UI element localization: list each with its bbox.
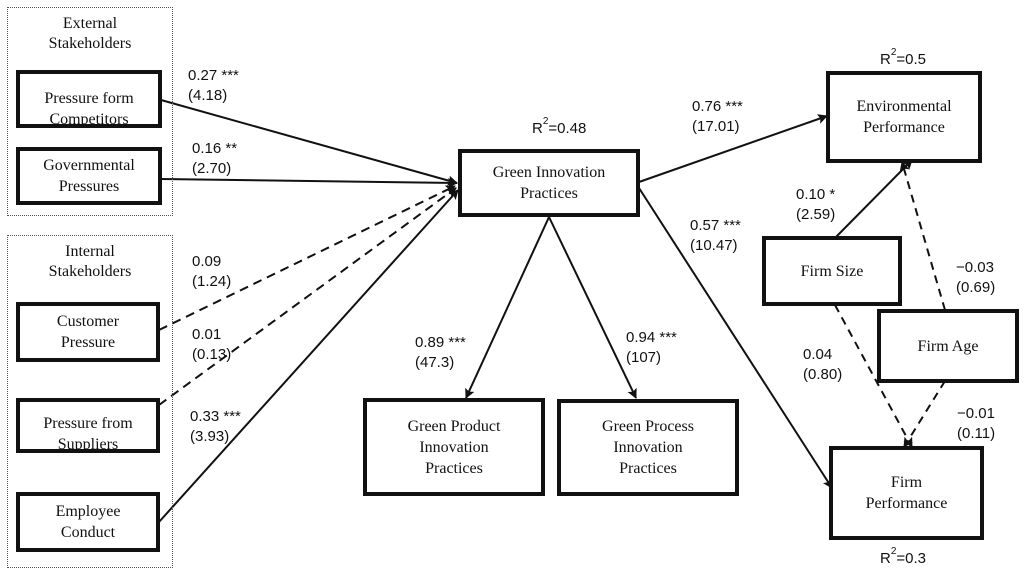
arrow-competitors-to-gip [160, 99, 458, 186]
arrow-size-to-env [834, 159, 913, 239]
arrow-employee-to-gip [158, 189, 459, 523]
coef-gip-firm-performance: 0.57 ***(10.47) [690, 217, 741, 254]
external-stakeholders-group [7, 7, 173, 216]
coef-size-firm-performance: 0.04(0.80) [803, 346, 843, 383]
arrow-gip-to-product [465, 216, 550, 399]
r-squared-firm-performance: R2=0.3 [880, 546, 927, 567]
coef-competitors-gip: 0.27 ***(4.18) [188, 67, 239, 104]
coef-customer-gip: 0.09(1.24) [192, 253, 232, 290]
coef-size-env: 0.10 *(2.59) [796, 186, 836, 223]
coef-employee-gip: 0.33 ***(3.93) [190, 408, 241, 445]
arrow-age-to-env [899, 161, 946, 311]
node-firm-age: Firm Age [877, 309, 1019, 383]
coef-suppliers-gip: 0.01(0.13) [192, 326, 232, 363]
external-stakeholders-title: External Stakeholders [48, 15, 132, 52]
coef-gip-env: 0.76 ***(17.01) [692, 98, 743, 135]
arrow-age-to-firm-performance [903, 380, 946, 448]
coef-gip-product: 0.89 ***(47.3) [415, 334, 466, 371]
node-firm-size: Firm Size [762, 236, 902, 306]
internal-stakeholders-group [7, 235, 173, 568]
arrow-gip-to-env [638, 114, 828, 183]
arrow-governmental-to-gip [160, 177, 458, 188]
r-squared-gip: R2=0.48 [532, 116, 587, 137]
coef-age-firm-performance: −0.01(0.11) [957, 405, 996, 442]
coef-governmental-gip: 0.16 **(2.70) [192, 140, 238, 177]
coef-age-env: −0.03(0.69) [956, 259, 996, 296]
arrow-gip-to-process [548, 216, 637, 399]
arrow-customer-to-gip [158, 185, 456, 331]
arrow-suppliers-to-gip [158, 187, 457, 406]
r-squared-environmental-performance: R2=0.5 [880, 47, 927, 68]
coef-gip-process: 0.94 ***(107) [626, 329, 677, 366]
arrow-gip-to-firm-performance [638, 187, 833, 489]
internal-stakeholders-title: Internal Stakeholders [48, 243, 132, 280]
